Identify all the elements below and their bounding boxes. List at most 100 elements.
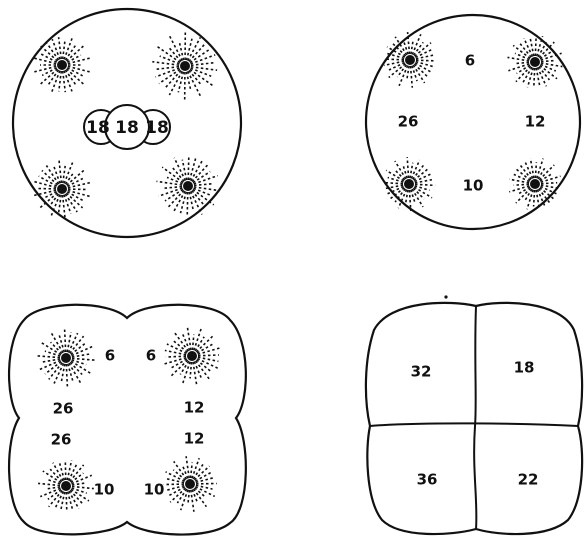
aster-ray xyxy=(67,192,84,202)
aster-ray xyxy=(68,492,73,510)
aster-ray xyxy=(152,62,179,65)
quadrant-label-top-left: 32 xyxy=(411,363,432,381)
aster-ray xyxy=(182,160,186,180)
aster-ray xyxy=(509,186,529,192)
aster-ray xyxy=(191,63,213,66)
aster-ray xyxy=(385,59,404,60)
aster-ray xyxy=(186,72,190,90)
aster-ray xyxy=(196,336,213,352)
aster-ray xyxy=(189,43,205,61)
aster-ray xyxy=(38,483,60,485)
quadrant-label-bottom-right: 22 xyxy=(518,471,539,489)
aster-bottom-right xyxy=(164,456,217,511)
cell-outline xyxy=(366,303,582,534)
aster-ray xyxy=(198,348,220,354)
aster-ray xyxy=(67,332,71,352)
nucleus-label-left: 18 xyxy=(86,118,110,138)
aster-ray xyxy=(525,163,532,179)
aster-ray xyxy=(68,364,73,381)
label-mid-lower-left: 26 xyxy=(51,431,72,449)
aster-ray xyxy=(407,157,408,178)
aster-ray xyxy=(63,166,65,183)
aster-ray xyxy=(65,329,66,352)
panel-bottom-left: 6 6 26 12 26 12 10 10 xyxy=(9,305,246,535)
aster-ray xyxy=(405,190,408,205)
aster-center xyxy=(57,60,67,70)
label-bottom: 10 xyxy=(463,177,484,195)
aster-ray xyxy=(167,177,183,183)
aster-ray xyxy=(66,364,67,387)
aster-ray xyxy=(196,478,214,483)
aster-ray xyxy=(194,188,211,195)
aster-ray xyxy=(191,67,217,70)
aster-ray xyxy=(53,165,60,183)
aster-ray xyxy=(194,328,202,351)
aster-ray xyxy=(63,195,65,218)
aster-ray xyxy=(59,195,62,213)
aster-ray xyxy=(59,71,62,91)
aster-ray xyxy=(534,68,535,87)
aster-center xyxy=(61,481,71,491)
aster-top-left xyxy=(33,37,91,92)
aster-ray xyxy=(528,68,534,88)
aster-ray xyxy=(66,492,67,512)
aster-center xyxy=(405,55,415,65)
aster-top-left xyxy=(384,32,436,88)
aster-ray xyxy=(191,490,194,512)
label-mid-upper-left: 26 xyxy=(53,400,74,418)
aster-ray xyxy=(72,360,87,365)
aster-ray xyxy=(157,181,183,185)
aster-center xyxy=(187,351,197,361)
aster-ray xyxy=(45,351,60,356)
aster-ray xyxy=(383,183,403,184)
label-top-left: 6 xyxy=(105,347,115,365)
quadrant-label-bottom-left: 36 xyxy=(417,471,438,489)
nucleus-label-right: 18 xyxy=(145,118,169,138)
aster-bottom-right xyxy=(509,158,560,209)
aster-ray xyxy=(188,156,189,180)
aster-ray xyxy=(187,327,191,351)
aster-ray xyxy=(34,182,56,188)
aster-ray xyxy=(33,58,56,64)
aster-ray xyxy=(36,356,60,358)
aster-center xyxy=(404,179,414,189)
aster-ray xyxy=(527,190,533,210)
aster-ray xyxy=(163,187,182,189)
aster-center xyxy=(530,179,540,189)
aster-ray xyxy=(63,71,66,92)
cell-outline xyxy=(9,305,246,535)
quadrant-label-top-right: 18 xyxy=(514,359,535,377)
aster-ray xyxy=(40,69,58,85)
aster-ray xyxy=(541,176,561,182)
aster-ray xyxy=(190,158,196,180)
aster-ray xyxy=(411,66,413,88)
aster-ray xyxy=(388,178,404,183)
aster-ray xyxy=(68,66,91,72)
label-top: 6 xyxy=(465,52,475,70)
aster-bottom-right xyxy=(157,156,220,217)
aster-ray xyxy=(68,58,91,64)
aster-ray xyxy=(183,334,190,350)
aster-bottom-left xyxy=(33,160,91,218)
aster-ray xyxy=(541,64,556,71)
aster-ray xyxy=(395,170,405,180)
nucleus-label-center: 18 xyxy=(115,118,139,138)
aster-ray xyxy=(68,183,91,188)
aster-ray xyxy=(42,359,60,362)
aster-ray xyxy=(416,62,434,67)
aster-ray xyxy=(63,39,65,59)
label-top-right: 6 xyxy=(146,347,156,365)
stray-dot xyxy=(444,295,447,298)
aster-ray xyxy=(171,360,188,377)
aster-ray xyxy=(537,159,543,179)
aster-ray xyxy=(194,187,220,191)
aster-ray xyxy=(541,63,563,67)
aster-ray xyxy=(196,485,213,489)
aster-ray xyxy=(530,158,534,178)
aster-ray xyxy=(67,170,85,186)
aster-ray xyxy=(72,487,94,489)
aster-ray xyxy=(59,160,61,183)
aster-ray xyxy=(530,37,534,56)
aster-ray xyxy=(403,40,408,55)
aster-ray xyxy=(59,335,64,353)
